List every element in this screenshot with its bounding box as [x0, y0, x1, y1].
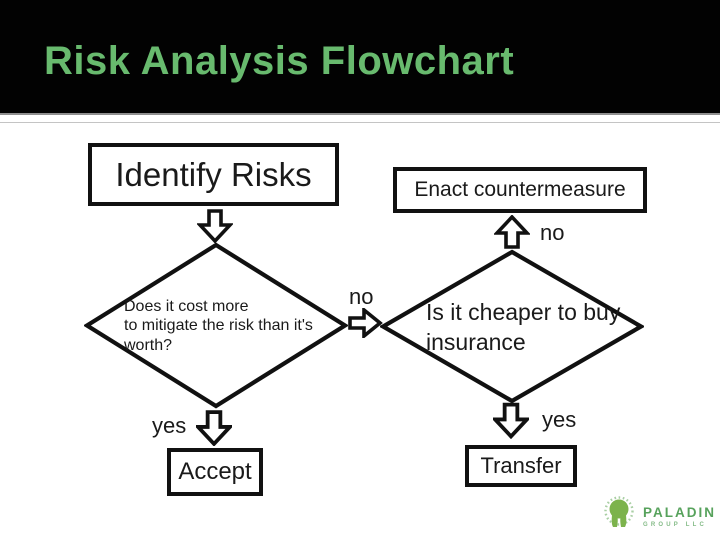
flow-decision-cost-to-mitigate: Does it cost more to mitigate the risk t…	[84, 242, 348, 409]
connector-label-yes: yes	[152, 413, 187, 438]
logo-text: PALADIN GROUP LLC	[643, 505, 716, 528]
slide-header: Risk Analysis Flowchart	[0, 0, 720, 113]
diamond-shape	[380, 249, 644, 404]
flow-decision-text: Does it cost more to mitigate the risk t…	[124, 297, 313, 354]
logo-name: PALADIN	[643, 504, 716, 520]
tree-icon	[604, 496, 634, 527]
connector-label-no: no	[540, 220, 565, 245]
flow-node-transfer: Transfer	[465, 445, 577, 487]
flow-node-accept: Accept	[167, 448, 263, 496]
flow-node-label: Identify Risks	[115, 155, 312, 193]
page-title: Risk Analysis Flowchart	[44, 39, 515, 83]
paladin-logo: PALADIN GROUP LLC	[599, 495, 716, 537]
connector-label-no: no	[349, 284, 374, 309]
flow-node-enact-countermeasure: Enact countermeasure	[393, 167, 647, 213]
diamond-shape	[84, 242, 348, 409]
down-arrow-icon	[195, 209, 235, 248]
down-arrow-icon	[490, 402, 532, 444]
flow-node-label: Enact countermeasure	[414, 178, 626, 201]
up-arrow-icon	[492, 214, 532, 254]
flow-decision-cheaper-insurance: Is it cheaper to buy insurance	[380, 249, 644, 404]
header-divider	[0, 113, 720, 123]
flow-decision-text: Is it cheaper to buy insurance	[426, 298, 621, 355]
flow-node-label: Transfer	[480, 453, 562, 478]
flow-node-label: Accept	[178, 458, 252, 485]
right-arrow-icon	[346, 306, 384, 343]
down-arrow-icon	[193, 410, 235, 451]
connector-label-yes: yes	[542, 407, 577, 432]
logo-subtitle: GROUP LLC	[643, 521, 708, 528]
flow-node-identify-risks: Identify Risks	[88, 143, 339, 206]
